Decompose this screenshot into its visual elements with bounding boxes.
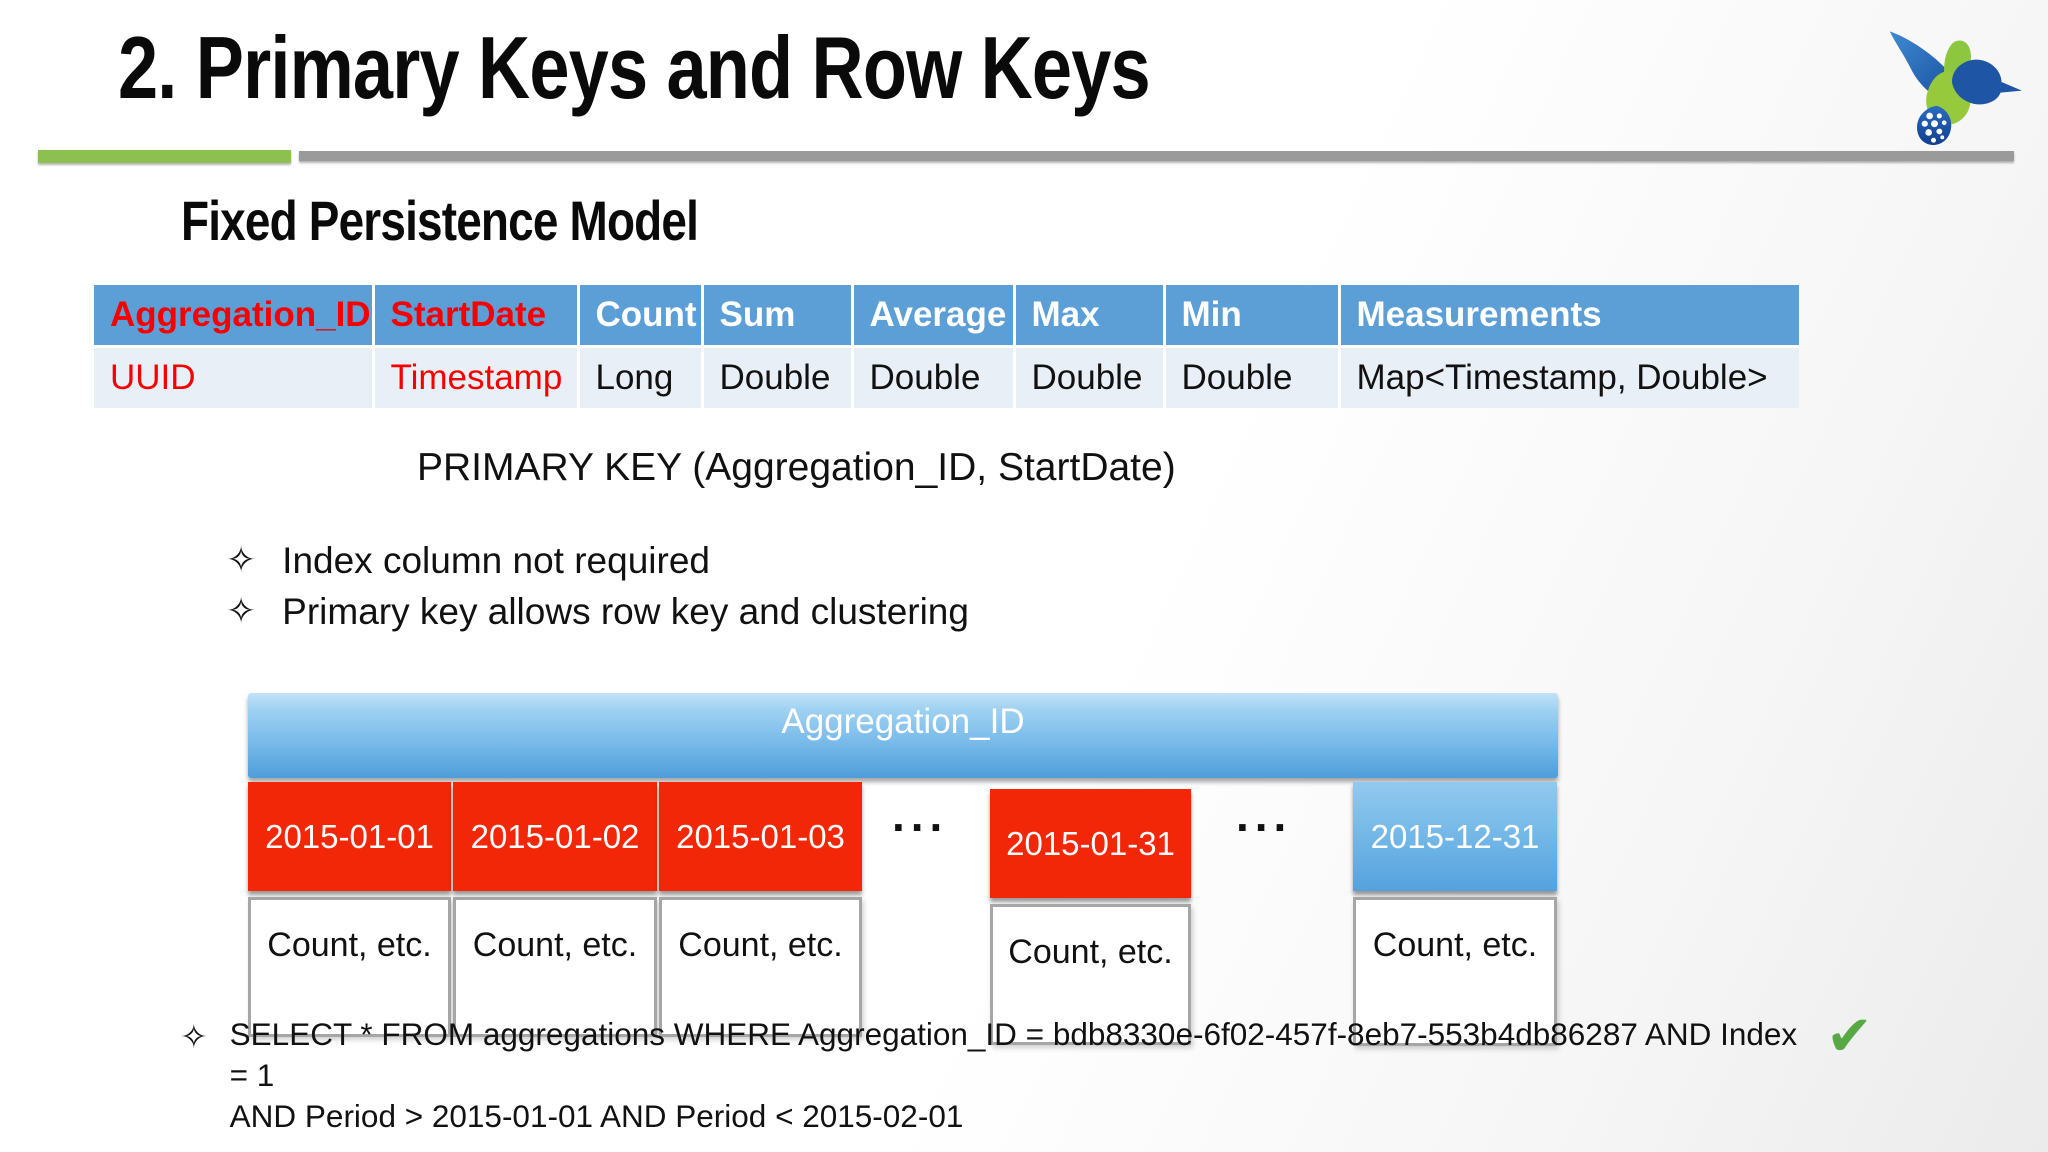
col-header-aggregation-id: Aggregation_ID [94,285,375,348]
col-header-min: Min [1164,285,1341,348]
type-timestamp: Timestamp [373,346,580,408]
select-query-bullet: ✧ SELECT * FROM aggregations WHERE Aggre… [180,1014,1810,1137]
col-header-startdate: StartDate [373,285,580,348]
query-line-2: AND Period > 2015-01-01 AND Period < 201… [229,1097,964,1134]
row-key-date-box: 2015-01-03 [659,782,862,891]
type-map: Map<Timestamp, Double> [1339,346,1799,408]
schema-table: Aggregation_ID StartDate Count Sum Avera… [94,285,1799,408]
section-heading: Fixed Persistence Model [181,188,812,253]
check-mark-icon: ✔ [1826,1004,1873,1069]
type-double-average: Double [852,346,1016,408]
ellipsis: ... [1236,789,1293,841]
row-key-value-box: Count, etc. [453,897,657,1037]
diagram-aggregation-id-bar: Aggregation_ID [248,693,1558,778]
row-key-date-box: 2015-12-31 [1353,782,1557,891]
col-header-sum: Sum [702,285,854,348]
accent-rule-green [38,150,291,163]
query-line-1: SELECT * FROM aggregations WHERE Aggrega… [229,1016,1798,1093]
ellipsis: ... [892,789,949,841]
primary-key-note: PRIMARY KEY (Aggregation_ID, StartDate) [417,446,1176,489]
col-header-average: Average [852,285,1016,348]
list-item: ✧ Primary key allows row key and cluster… [226,591,969,633]
logo-head-beak [1951,59,2022,105]
section-heading-text: Fixed Persistence Model [181,189,699,252]
four-pointed-star-icon: ✧ [226,540,257,581]
select-query-text: SELECT * FROM aggregations WHERE Aggrega… [230,1014,1810,1137]
schema-type-row: UUID Timestamp Long Double Double Double… [94,346,1799,408]
col-header-measurements: Measurements [1339,285,1799,348]
four-pointed-star-icon: ✧ [226,591,257,632]
page-title-text: 2. Primary Keys and Row Keys [118,18,1151,117]
logo-tail-dots [1921,112,1947,143]
col-header-max: Max [1014,285,1166,348]
schema-header-row: Aggregation_ID StartDate Count Sum Avera… [94,285,1799,348]
row-key-date-box: 2015-01-31 [990,789,1191,898]
row-key-date-box: 2015-01-02 [453,782,657,891]
row-key-value-box: Count, etc. [990,904,1191,1045]
page-title: 2. Primary Keys and Row Keys [118,18,1376,117]
row-key-value-box: Count, etc. [1353,897,1557,1046]
list-item: ✧ Index column not required [226,540,969,582]
row-key-value-box: Count, etc. [248,897,451,1037]
type-long: Long [578,346,704,408]
bullet-text: Index column not required [282,540,710,581]
hummingbird-logo [1889,31,2022,145]
type-uuid: UUID [94,346,375,408]
type-double-max: Double [1014,346,1166,408]
bullet-list: ✧ Index column not required ✧ Primary ke… [226,540,969,633]
bullet-text: Primary key allows row key and clusterin… [282,591,969,632]
accent-rule-gray [299,151,2014,161]
type-double-sum: Double [702,346,854,408]
row-key-date-box: 2015-01-01 [248,782,451,891]
type-double-min: Double [1164,346,1341,408]
row-key-value-box: Count, etc. [659,897,862,1037]
four-pointed-star-icon: ✧ [180,1017,208,1056]
col-header-count: Count [578,285,704,348]
